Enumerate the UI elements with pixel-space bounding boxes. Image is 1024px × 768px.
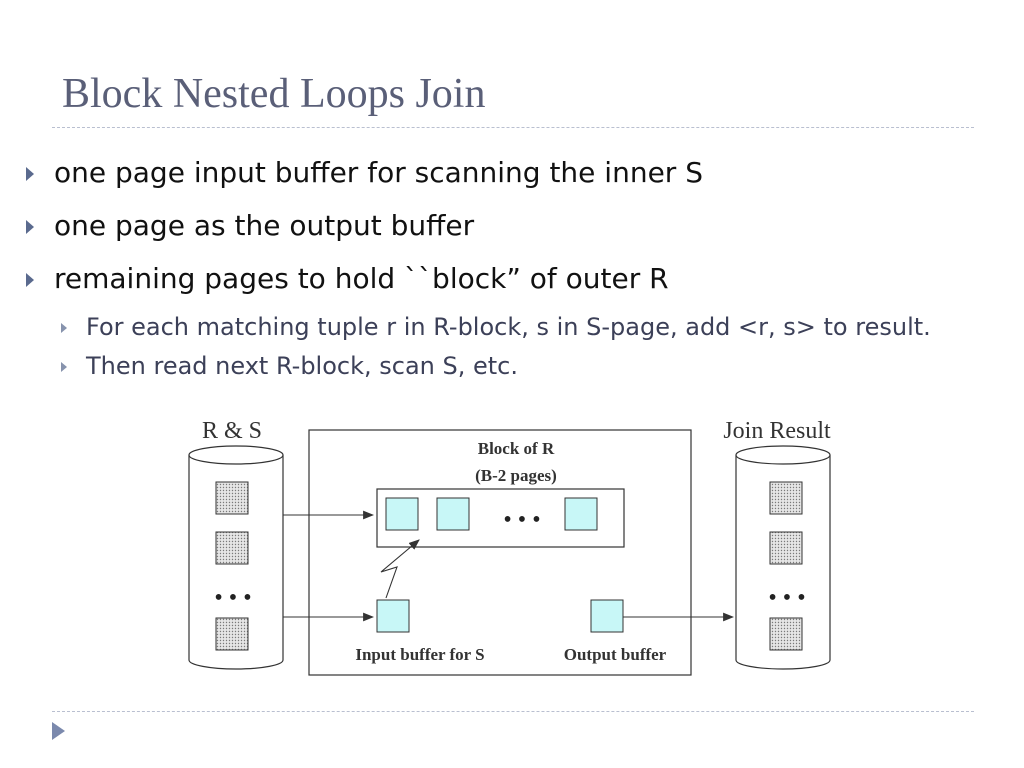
bullet-output-buffer: one page as the output buffer (25, 209, 475, 242)
disk-page (215, 481, 249, 515)
output-buffer-page (590, 599, 624, 633)
block-ellipsis: • • • (503, 507, 540, 533)
disk-r-and-s: • • • (188, 445, 284, 670)
block-label-line1: Block of R (478, 439, 555, 458)
left-disk-label: R & S (202, 418, 262, 444)
disk-page (215, 531, 249, 565)
sub-bullet-line2: Then read next R-block, scan S, etc. (61, 352, 518, 380)
match-zigzag-arrow (380, 539, 420, 599)
r-page (436, 497, 470, 531)
block-label-line2: (B-2 pages) (475, 466, 557, 485)
disk-page (215, 617, 249, 651)
r-page (564, 497, 598, 531)
play-triangle-icon[interactable] (52, 722, 65, 740)
bullet-block-of-r: remaining pages to hold ``block” of oute… (26, 262, 669, 295)
disk-ellipsis: • • • (768, 585, 805, 611)
main-memory-box (308, 429, 692, 676)
title-divider (52, 127, 974, 128)
disk-join-result: • • • (735, 445, 831, 670)
r-page (385, 497, 419, 531)
disk-page (769, 481, 803, 515)
bullet-input-buffer: one page input buffer for scanning the i… (26, 156, 703, 189)
disk-page (769, 531, 803, 565)
input-buffer-page (376, 599, 410, 633)
disk-ellipsis: • • • (214, 585, 251, 611)
disk-page (769, 617, 803, 651)
right-disk-label: Join Result (723, 418, 831, 444)
slide-title: Block Nested Loops Join (62, 71, 486, 117)
output-buffer-label: Output buffer (564, 645, 667, 664)
input-buffer-label: Input buffer for S (355, 645, 484, 664)
footer-divider (52, 711, 974, 712)
sub-bullet-line1: For each matching tuple r in R-block, s … (61, 313, 931, 341)
